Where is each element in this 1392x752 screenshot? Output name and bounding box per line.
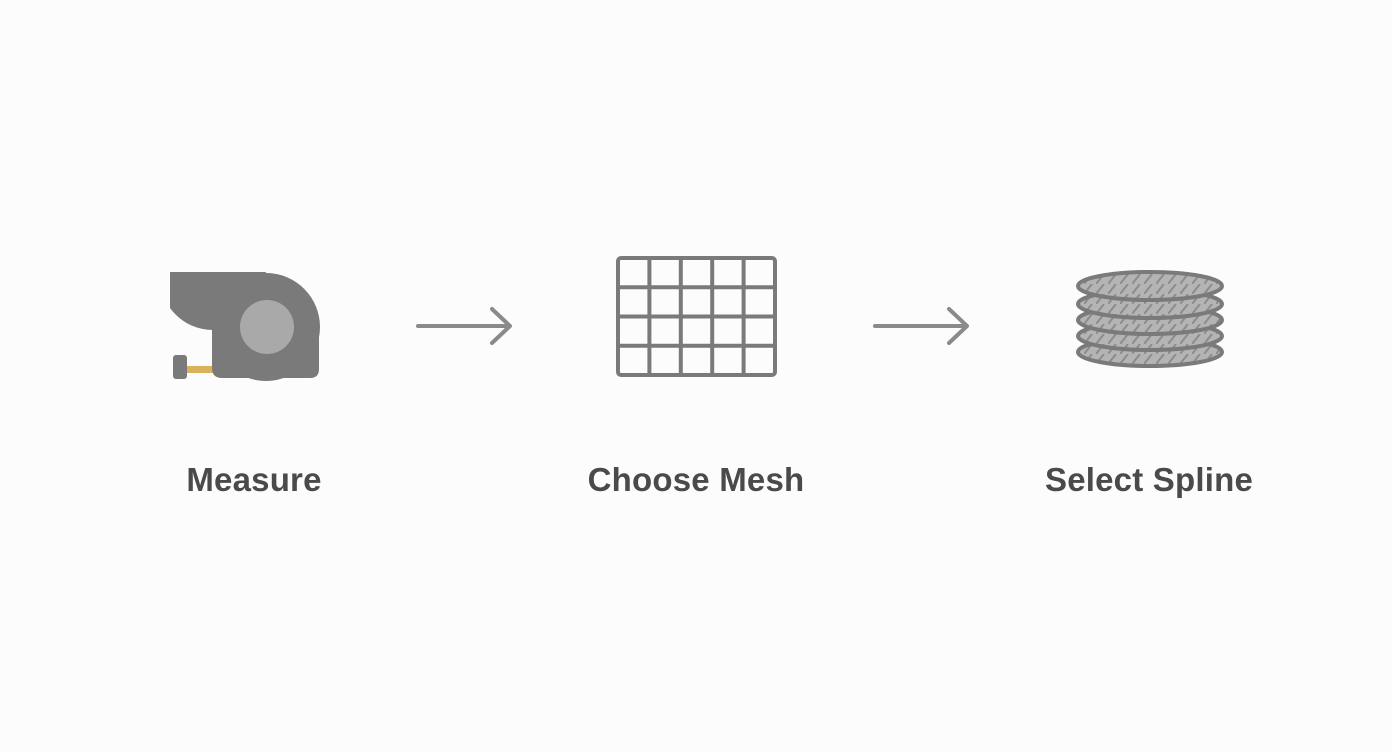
mesh-grid-icon: [616, 256, 777, 377]
step-label-select-spline: Select Spline: [1044, 461, 1253, 498]
tape-measure-icon: [170, 272, 320, 381]
step-label-measure: Measure: [186, 461, 322, 498]
spline-coil-icon: [1076, 270, 1224, 368]
arrow-right-icon: [416, 307, 512, 345]
step-label-choose-mesh: Choose Mesh: [587, 461, 805, 498]
arrow-right-icon: [873, 307, 969, 345]
